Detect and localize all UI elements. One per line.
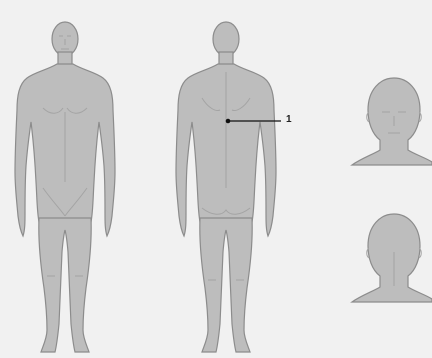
back-body-figure: [176, 22, 276, 352]
head-front-figure: [352, 78, 432, 165]
front-body-figure: [15, 22, 115, 352]
callout-1-label: 1: [286, 115, 292, 125]
head-back-figure: [352, 214, 432, 302]
